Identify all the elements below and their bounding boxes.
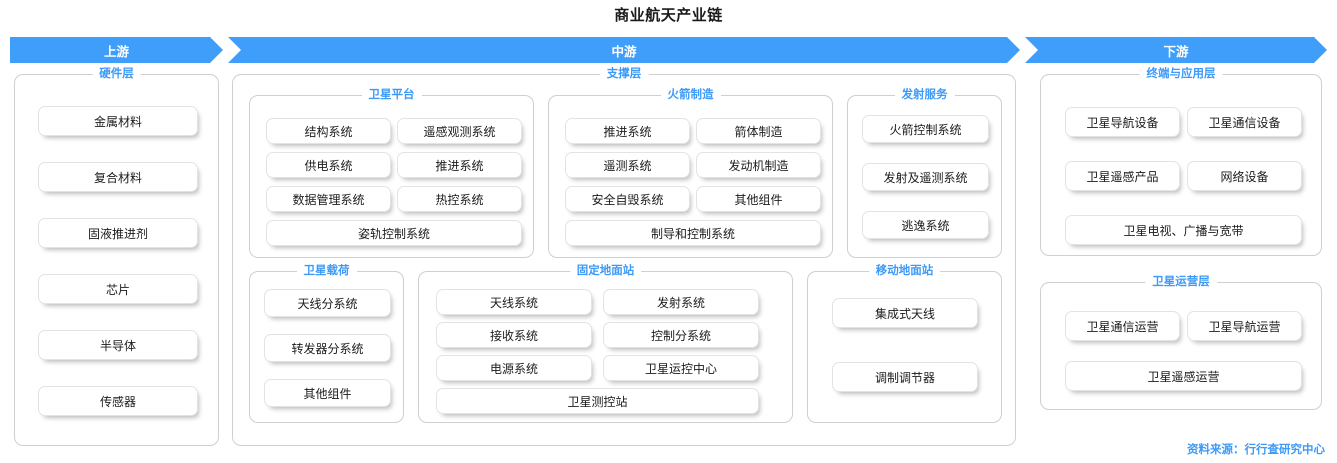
card-terminal-wide[interactable]: 卫星电视、广播与宽带 [1065,215,1302,245]
group-satellite-payload: 卫星载荷 天线分系统 转发器分系统 其他组件 [249,264,404,423]
group-rocket-manufacturing: 火箭制造 推进系统 箭体制造 遥测系统 发动机制造 安全自毁系统 其他组件 制导… [548,88,833,258]
card-fixed-gs-wide[interactable]: 卫星测控站 [436,388,759,414]
group-terminal-application-layer: 终端与应用层 卫星导航设备 卫星通信设备 卫星遥感产品 网络设备 卫星电视、广播… [1040,67,1322,256]
card-sat-platform-2[interactable]: 供电系统 [266,152,391,178]
card-terminal-0[interactable]: 卫星导航设备 [1065,107,1180,137]
card-rocket-5[interactable]: 其他组件 [696,186,821,212]
card-rocket-wide[interactable]: 制导和控制系统 [565,220,821,246]
group-label-satellite-platform: 卫星平台 [361,88,422,103]
source-attribution: 资料来源：行行查研究中心 [1187,444,1325,456]
group-label-fixed-ground-station: 固定地面站 [569,264,642,279]
card-upstream-3[interactable]: 芯片 [38,274,198,304]
card-sat-platform-5[interactable]: 热控系统 [397,186,522,212]
card-upstream-5[interactable]: 传感器 [38,386,198,416]
card-sat-platform-1[interactable]: 遥感观测系统 [397,118,522,144]
card-fixed-gs-2[interactable]: 接收系统 [436,322,592,348]
group-label-hardware-layer: 硬件层 [92,67,141,82]
card-fixed-gs-1[interactable]: 发射系统 [603,289,759,315]
card-payload-1[interactable]: 转发器分系统 [264,334,391,362]
page-title: 商业航天产业链 [614,7,723,24]
group-label-terminal-application-layer: 终端与应用层 [1139,67,1223,82]
group-fixed-ground-station: 固定地面站 天线系统 发射系统 接收系统 控制分系统 电源系统 卫星运控中心 卫… [418,264,793,423]
card-mobile-gs-0[interactable]: 集成式天线 [832,298,978,328]
card-upstream-1[interactable]: 复合材料 [38,162,198,192]
card-sat-platform-3[interactable]: 推进系统 [397,152,522,178]
group-satellite-platform: 卫星平台 结构系统 遥感观测系统 供电系统 推进系统 数据管理系统 热控系统 姿… [249,88,534,258]
group-support-layer: 支撑层 卫星平台 结构系统 遥感观测系统 供电系统 推进系统 数据管理系统 热控… [232,67,1016,446]
card-fixed-gs-5[interactable]: 卫星运控中心 [603,355,759,381]
card-sat-platform-wide[interactable]: 姿轨控制系统 [266,220,522,246]
card-rocket-2[interactable]: 遥测系统 [565,152,690,178]
card-payload-0[interactable]: 天线分系统 [264,289,391,317]
card-fixed-gs-3[interactable]: 控制分系统 [603,322,759,348]
group-label-rocket-manufacturing: 火箭制造 [660,88,721,103]
card-operation-0[interactable]: 卫星通信运营 [1065,311,1180,341]
card-operation-1[interactable]: 卫星导航运营 [1187,311,1302,341]
group-label-mobile-ground-station: 移动地面站 [868,264,941,279]
card-rocket-4[interactable]: 安全自毁系统 [565,186,690,212]
group-label-support-layer: 支撑层 [599,67,649,82]
banner-downstream: 下游 [1025,37,1327,63]
banner-midstream: 中游 [228,37,1020,63]
card-upstream-0[interactable]: 金属材料 [38,106,198,136]
card-rocket-3[interactable]: 发动机制造 [696,152,821,178]
card-terminal-3[interactable]: 网络设备 [1187,161,1302,191]
group-launch-service: 发射服务 火箭控制系统 发射及遥测系统 逃逸系统 [847,88,1002,258]
group-label-launch-service: 发射服务 [894,88,955,103]
group-label-satellite-operation-layer: 卫星运营层 [1145,275,1217,290]
card-terminal-1[interactable]: 卫星通信设备 [1187,107,1302,137]
card-mobile-gs-1[interactable]: 调制调节器 [832,362,978,392]
card-launch-2[interactable]: 逃逸系统 [862,211,989,239]
card-fixed-gs-4[interactable]: 电源系统 [436,355,592,381]
group-label-satellite-payload: 卫星载荷 [296,264,357,279]
group-hardware-layer: 硬件层 金属材料 复合材料 固液推进剂 芯片 半导体 传感器 [14,67,219,446]
card-launch-1[interactable]: 发射及遥测系统 [862,163,989,191]
card-sat-platform-0[interactable]: 结构系统 [266,118,391,144]
card-upstream-2[interactable]: 固液推进剂 [38,218,198,248]
card-payload-2[interactable]: 其他组件 [264,379,391,407]
card-upstream-4[interactable]: 半导体 [38,330,198,360]
group-satellite-operation-layer: 卫星运营层 卫星通信运营 卫星导航运营 卫星遥感运营 [1040,275,1322,410]
card-rocket-0[interactable]: 推进系统 [565,118,690,144]
banner-upstream: 上游 [10,37,223,63]
group-mobile-ground-station: 移动地面站 集成式天线 调制调节器 [807,264,1002,423]
card-operation-wide[interactable]: 卫星遥感运营 [1065,361,1302,391]
card-terminal-2[interactable]: 卫星遥感产品 [1065,161,1180,191]
card-rocket-1[interactable]: 箭体制造 [696,118,821,144]
card-sat-platform-4[interactable]: 数据管理系统 [266,186,391,212]
card-fixed-gs-0[interactable]: 天线系统 [436,289,592,315]
card-launch-0[interactable]: 火箭控制系统 [862,115,989,143]
